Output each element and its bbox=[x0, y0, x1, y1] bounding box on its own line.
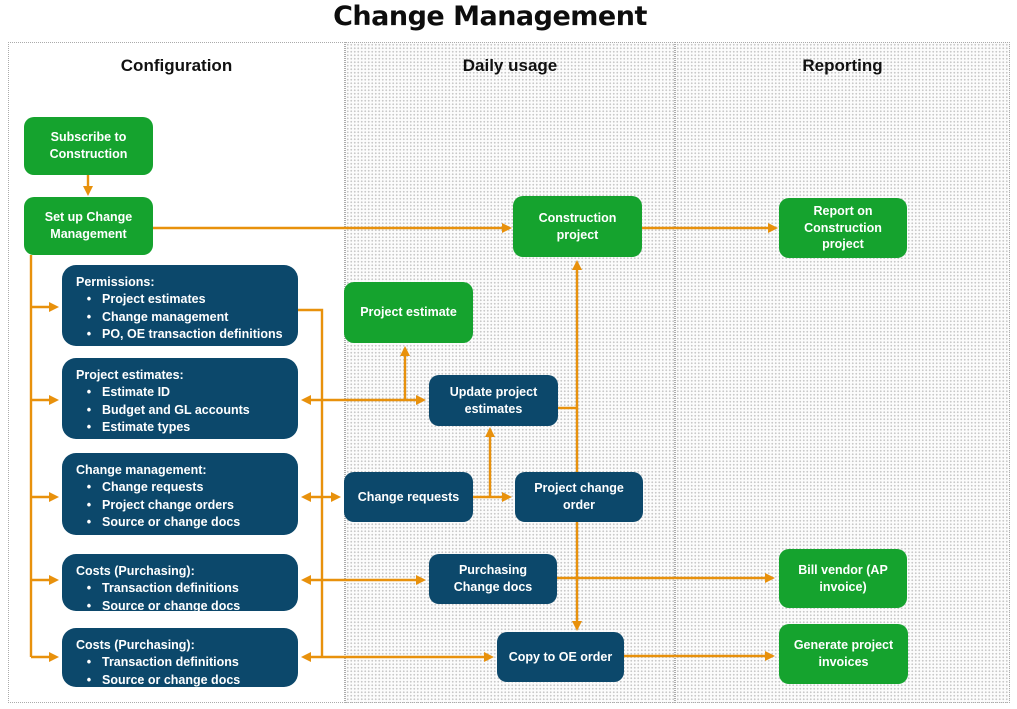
lane-reporting-header: Reporting bbox=[802, 56, 883, 75]
list-item: • Transaction definitions bbox=[76, 654, 288, 671]
config-box-project-estimates: Project estimates: • Estimate ID • Budget … bbox=[62, 358, 298, 439]
bullet-dot: • bbox=[86, 497, 92, 512]
lane-daily-usage-header: Daily usage bbox=[462, 56, 558, 75]
config-box-costs-purchasing-2: Costs (Purchasing): • Transaction definit… bbox=[62, 628, 298, 687]
node-copy-to-oe-order: Copy to OE order bbox=[497, 632, 624, 682]
bullet-dot: • bbox=[86, 514, 92, 529]
bullet-dot: • bbox=[86, 402, 92, 417]
config-box-change-management: Change management: • Change requests • Pro… bbox=[62, 453, 298, 535]
diagram-title: Change Management bbox=[333, 1, 647, 32]
node-report-on-construction-project: Report on Construction project bbox=[779, 198, 907, 258]
config-box-title: Costs (Purchasing): bbox=[76, 638, 195, 652]
config-box-title: Costs (Purchasing): bbox=[76, 564, 195, 578]
bullet-text: Budget and GL accounts bbox=[102, 402, 250, 417]
bullet-text: Source or change docs bbox=[102, 514, 241, 529]
bullet-text: Source or change docs bbox=[102, 598, 241, 613]
node-project-estimate: Project estimate bbox=[344, 282, 473, 343]
bullet-text: PO, OE transaction definitions bbox=[102, 326, 283, 341]
config-box-title: Project estimates: bbox=[76, 368, 184, 382]
config-box-title: Change management: bbox=[76, 463, 207, 477]
bullet-text: Source or change docs bbox=[102, 672, 241, 687]
list-item: • Project change orders bbox=[76, 497, 288, 514]
config-box-title: Permissions: bbox=[76, 275, 155, 289]
node-bill-vendor-ap-invoice: Bill vendor (AP invoice) bbox=[779, 549, 907, 608]
node-construction-project: Construction project bbox=[513, 196, 642, 257]
bullet-text: Change management bbox=[102, 309, 229, 324]
bullet-dot: • bbox=[86, 292, 92, 307]
list-item: • Transaction definitions bbox=[76, 580, 288, 597]
list-item: • Estimate types bbox=[76, 419, 288, 436]
list-item: • Estimate ID bbox=[76, 384, 288, 401]
list-item: • Source or change docs bbox=[76, 672, 288, 689]
list-item: • Project estimates bbox=[76, 291, 288, 308]
bullet-dot: • bbox=[86, 309, 92, 324]
bullet-dot: • bbox=[86, 385, 92, 400]
bullet-text: Estimate types bbox=[102, 419, 191, 434]
list-item: • Change management bbox=[76, 309, 288, 326]
node-update-project-estimates: Update project estimates bbox=[429, 375, 558, 426]
node-setup-change-management: Set up Change Management bbox=[24, 197, 153, 255]
node-project-change-order: Project change order bbox=[515, 472, 643, 522]
lane-daily-usage: Daily usage bbox=[345, 42, 675, 703]
node-subscribe-construction: Subscribe to Construction bbox=[24, 117, 153, 175]
bullet-text: Estimate ID bbox=[102, 385, 171, 400]
list-item: • PO, OE transaction definitions bbox=[76, 326, 288, 343]
bullet-dot: • bbox=[86, 672, 92, 687]
list-item: • Source or change docs bbox=[76, 598, 288, 615]
bullet-dot: • bbox=[86, 655, 92, 670]
config-box-permissions: Permissions: • Project estimates • Change … bbox=[62, 265, 298, 346]
list-item: • Budget and GL accounts bbox=[76, 402, 288, 419]
lane-reporting: Reporting bbox=[675, 42, 1010, 703]
list-item: • Source or change docs bbox=[76, 514, 288, 531]
node-generate-project-invoices: Generate project invoices bbox=[779, 624, 908, 684]
config-box-costs-purchasing-1: Costs (Purchasing): • Transaction definit… bbox=[62, 554, 298, 613]
bullet-text: Transaction definitions bbox=[102, 581, 239, 596]
bullet-text: Project change orders bbox=[102, 497, 234, 512]
node-change-requests: Change requests bbox=[344, 472, 473, 522]
list-item: • Change requests bbox=[76, 479, 288, 496]
bullet-text: Project estimates bbox=[102, 292, 206, 307]
bullet-text: Transaction definitions bbox=[102, 655, 239, 670]
bullet-dot: • bbox=[86, 598, 92, 613]
bullet-text: Change requests bbox=[102, 480, 204, 495]
bullet-dot: • bbox=[86, 581, 92, 596]
lane-configuration-header: Configuration bbox=[120, 56, 233, 75]
node-purchasing-change-docs: Purchasing Change docs bbox=[429, 554, 557, 604]
bullet-dot: • bbox=[86, 419, 92, 434]
bullet-dot: • bbox=[86, 326, 92, 341]
bullet-dot: • bbox=[86, 480, 92, 495]
